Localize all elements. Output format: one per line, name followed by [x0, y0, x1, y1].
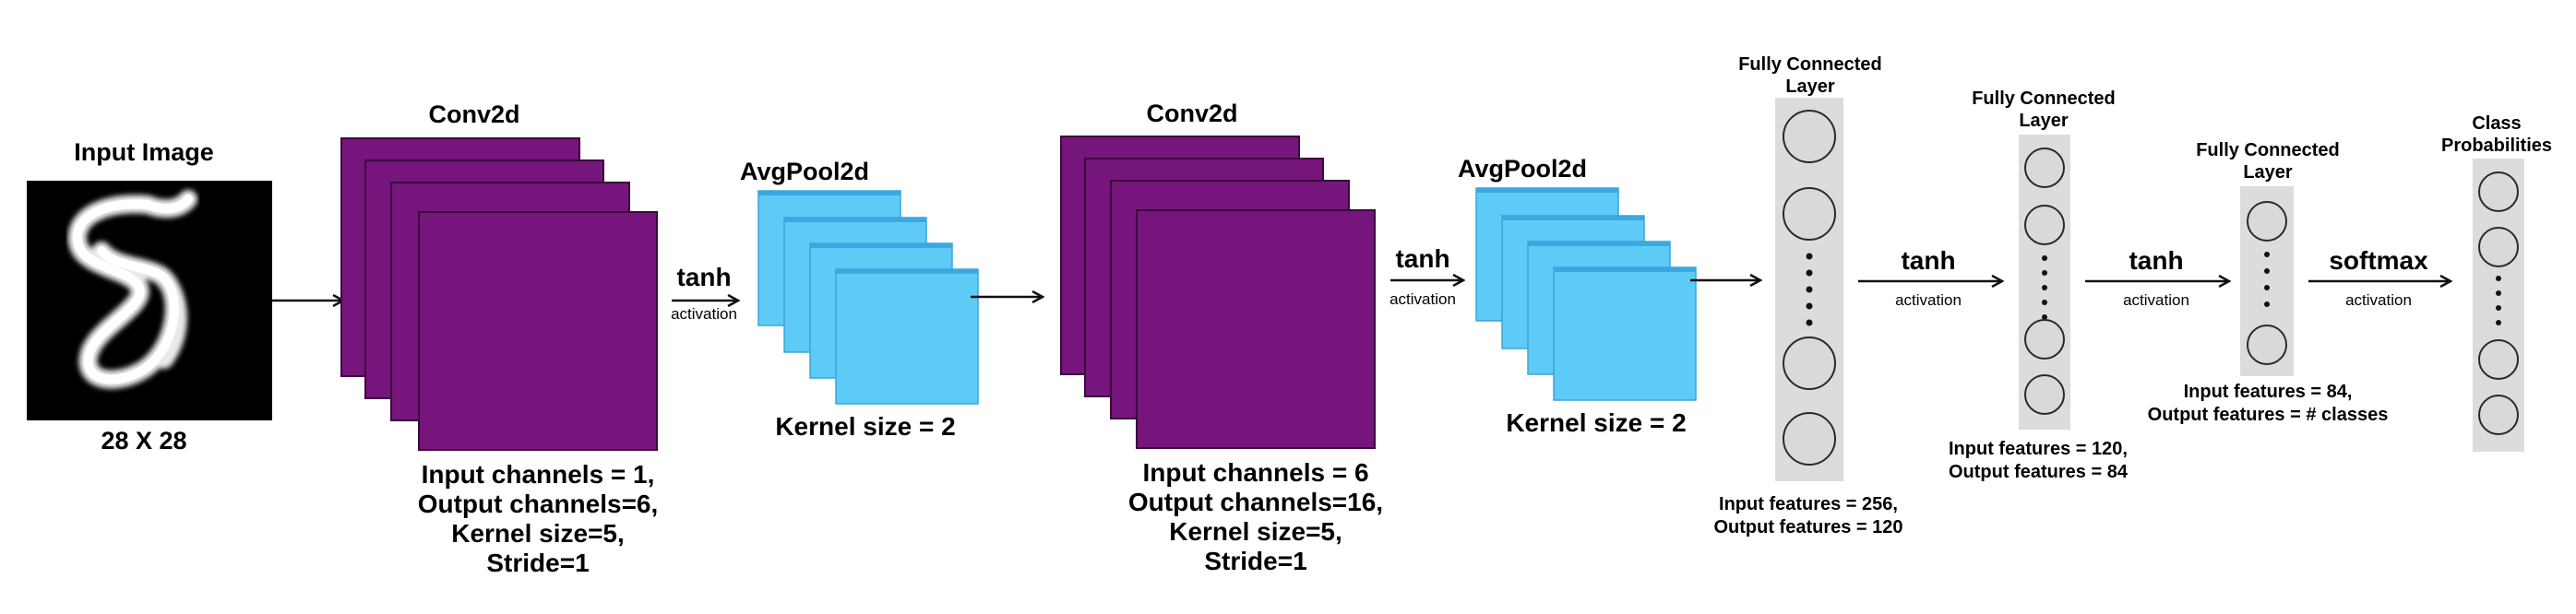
fc1-title-line: Layer — [1785, 77, 1835, 97]
activation-4: tanh activation — [2085, 246, 2229, 309]
fc1-neuron — [1783, 412, 1836, 466]
fc3-neuron — [2247, 325, 2287, 365]
fc1-neuron — [1783, 110, 1836, 163]
fc3-desc-line: Input features = 84, — [2184, 382, 2353, 402]
fc2-title-line: Fully Connected — [1972, 89, 2116, 109]
output-neuron — [2478, 339, 2519, 380]
conv2-description: Input channels = 6 Output channels=16, K… — [1128, 458, 1383, 575]
conv1-title: Conv2d — [428, 100, 519, 128]
conv2-feature-map-4 — [1136, 209, 1376, 449]
output-neuron — [2478, 227, 2519, 267]
activation-3-name: tanh — [1901, 246, 1955, 275]
output-neuron — [2478, 171, 2519, 212]
conv2-desc-line: Output channels=16, — [1128, 488, 1383, 516]
conv1-desc-line: Input channels = 1, — [422, 460, 655, 489]
input-image-title: Input Image — [74, 138, 214, 166]
conv1-desc-line: Output channels=6, — [418, 490, 659, 518]
pool2-block: AvgPool2d Kernel size = 2 — [1458, 155, 1697, 437]
activation-5-name: softmax — [2329, 246, 2428, 275]
pool2-title: AvgPool2d — [1458, 155, 1587, 183]
fc3-title-line: Fully Connected — [2196, 140, 2340, 160]
fc1-desc-line: Input features = 256, — [1719, 494, 1898, 514]
fc1-block: Fully Connected Layer Input features = 2… — [1713, 54, 1902, 537]
activation-3-sub: activation — [1895, 291, 1962, 309]
pool1-block: AvgPool2d Kernel size = 2 — [740, 158, 979, 441]
conv2-desc-line: Input channels = 6 — [1142, 458, 1368, 487]
conv1-block: Conv2d Input channels = 1, Output channe… — [340, 100, 659, 577]
conv1-feature-map-4 — [418, 211, 658, 451]
pool1-title: AvgPool2d — [740, 158, 869, 185]
class-probabilities-block: Class Probabilities — [2441, 113, 2552, 452]
fc1-desc-line: Output features = 120 — [1713, 517, 1902, 537]
pool2-kernel-label: Kernel size = 2 — [1506, 408, 1686, 437]
output-title-line: Probabilities — [2441, 136, 2552, 156]
fc2-block: Fully Connected Layer Input features = 1… — [1949, 89, 2129, 482]
activation-1: tanh activation — [671, 263, 738, 323]
fc3-block: Fully Connected Layer Input features = 8… — [2148, 140, 2389, 425]
fc3-desc-line: Output features = # classes — [2148, 405, 2389, 425]
activation-4-name: tanh — [2129, 246, 2183, 275]
fc2-neuron — [2024, 319, 2065, 360]
fc2-desc-line: Input features = 120, — [1949, 439, 2128, 459]
fc2-desc-line: Output features = 84 — [1949, 462, 2129, 482]
fc2-neuron — [2024, 374, 2065, 415]
input-size-label: 28 X 28 — [101, 427, 186, 455]
activation-1-name: tanh — [676, 263, 731, 291]
pool1-map-4 — [835, 268, 979, 405]
activation-3: tanh activation — [1858, 246, 2002, 309]
conv2-desc-line: Kernel size=5, — [1169, 517, 1342, 546]
fc2-neuron — [2024, 148, 2065, 188]
fc2-title-line: Layer — [2019, 111, 2069, 131]
conv1-desc-line: Stride=1 — [486, 549, 589, 577]
pool2-map-4 — [1553, 266, 1697, 401]
conv2-block: Conv2d Input channels = 6 Output channel… — [1060, 100, 1383, 575]
conv1-desc-line: Kernel size=5, — [451, 519, 625, 548]
activation-2: tanh activation — [1389, 244, 1463, 308]
conv2-title: Conv2d — [1146, 100, 1237, 127]
activation-2-sub: activation — [1389, 290, 1456, 308]
output-title-line: Class — [2472, 113, 2521, 134]
pool1-kernel-label: Kernel size = 2 — [775, 412, 955, 441]
fc1-neuron — [1783, 337, 1836, 390]
fc1-neuron — [1783, 187, 1836, 241]
activation-4-sub: activation — [2123, 291, 2189, 309]
fc3-neuron — [2247, 201, 2287, 242]
input-digit-image — [27, 181, 272, 420]
fc3-title-line: Layer — [2243, 162, 2293, 183]
fc1-title-line: Fully Connected — [1738, 54, 1882, 75]
conv1-description: Input channels = 1, Output channels=6, K… — [418, 460, 659, 577]
fc2-neuron — [2024, 205, 2065, 245]
activation-2-name: tanh — [1395, 244, 1449, 273]
activation-1-sub: activation — [671, 305, 737, 323]
input-image-block: Input Image 28 X 28 — [27, 138, 272, 455]
output-neuron — [2478, 395, 2519, 435]
activation-5: softmax activation — [2308, 246, 2451, 309]
activation-5-sub: activation — [2345, 291, 2412, 309]
conv2-desc-line: Stride=1 — [1204, 547, 1306, 575]
